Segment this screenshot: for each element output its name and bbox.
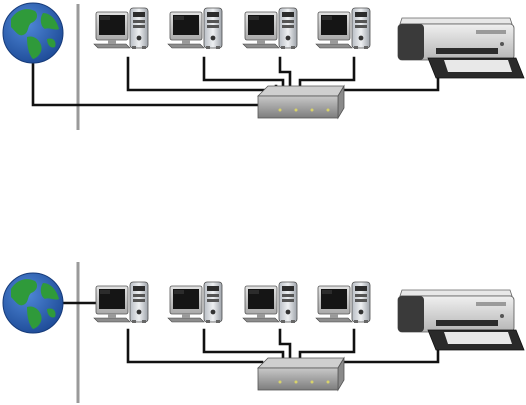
globe-icon: [3, 273, 63, 333]
printer-icon: [398, 290, 524, 350]
globe-icon: [3, 3, 63, 63]
computer-cable-3: [280, 58, 290, 86]
network-diagram-bottom: [3, 262, 524, 403]
computer-cable-1: [128, 58, 276, 90]
computer-cable-4: [300, 330, 354, 358]
desktop-computer-icon: [316, 282, 370, 323]
computer-cable-2: [204, 58, 283, 86]
internet-cable: [33, 58, 262, 105]
computer-cable-3: [280, 330, 290, 358]
computer-cable-2: [204, 330, 283, 358]
desktop-computer-icon: [94, 282, 148, 323]
desktop-computer-icon: [243, 8, 297, 49]
network-hub-icon: [258, 358, 344, 390]
printer-icon: [398, 18, 524, 78]
network-diagram-top: [3, 3, 524, 130]
desktop-computer-icon: [94, 8, 148, 49]
desktop-computer-icon: [168, 8, 222, 49]
computer-cable-4: [300, 58, 354, 86]
desktop-computer-icon: [243, 282, 297, 323]
computer-cable-1: [128, 330, 262, 362]
desktop-computer-icon: [168, 282, 222, 323]
network-hub-icon: [258, 86, 344, 118]
desktop-computer-icon: [316, 8, 370, 49]
